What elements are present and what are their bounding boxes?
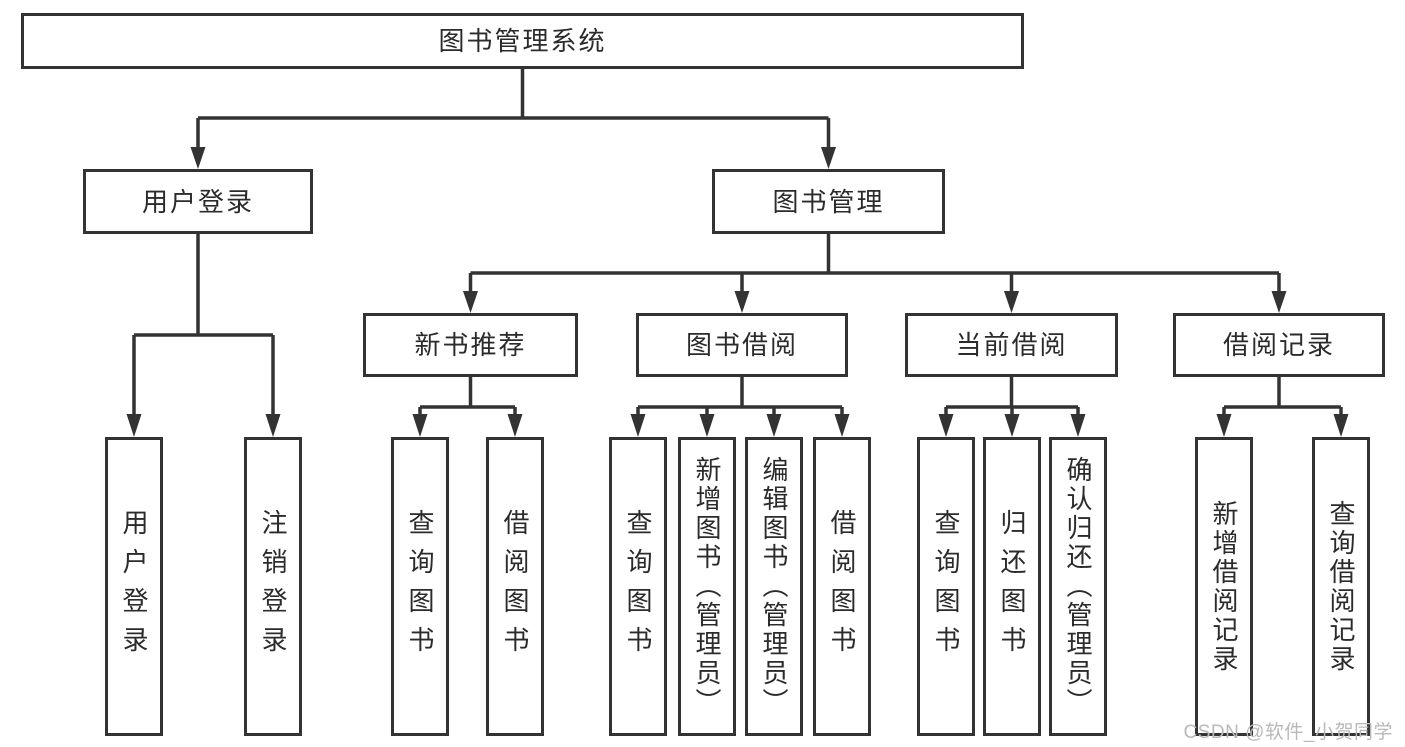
leaf-return-books: 归还图书 — [983, 437, 1041, 736]
leaf-add-books-admin-label: 新增图书（管理员） — [692, 456, 722, 717]
leaf-query-books-2: 查询图书 — [609, 437, 667, 736]
arrowhead — [1333, 414, 1349, 437]
arrowhead — [412, 414, 428, 437]
wire-currentborrow-to-leaves — [944, 377, 1080, 420]
node-new-book-recommend: 新书推荐 — [363, 313, 578, 377]
node-book-management: 图书管理 — [712, 169, 945, 234]
leaf-query-books-3: 查询图书 — [917, 437, 975, 736]
node-book-management-label: 图书管理 — [772, 186, 885, 217]
leaf-confirm-return-admin: 确认归还（管理员） — [1049, 437, 1107, 736]
leaf-user-login: 用户登录 — [105, 437, 163, 736]
node-book-borrow-label: 图书借阅 — [685, 330, 798, 360]
leaf-add-books-admin: 新增图书（管理员） — [678, 437, 736, 736]
leaf-edit-books-admin-label: 编辑图书（管理员） — [759, 456, 789, 717]
arrowhead — [1216, 414, 1232, 437]
leaf-query-books-2-label: 查询图书 — [623, 508, 653, 665]
node-borrow-records-label: 借阅记录 — [1222, 330, 1335, 360]
arrowhead — [630, 414, 646, 437]
arrowhead — [821, 147, 836, 169]
arrowhead — [507, 414, 523, 437]
leaf-confirm-return-admin-label: 确认归还（管理员） — [1063, 456, 1093, 717]
leaf-query-books-3-label: 查询图书 — [931, 508, 961, 665]
arrowhead — [938, 414, 954, 437]
arrowheads — [126, 147, 1349, 437]
leaf-return-books-label: 归还图书 — [997, 508, 1027, 665]
leaf-logout: 注销登录 — [244, 437, 302, 736]
leaf-query-books-1: 查询图书 — [391, 437, 449, 736]
node-new-book-recommend-label: 新书推荐 — [414, 330, 527, 360]
wire-root-to-level2 — [196, 69, 831, 150]
node-user-login-label: 用户登录 — [141, 186, 254, 217]
leaf-query-borrow-record: 查询借阅记录 — [1312, 437, 1370, 736]
arrowhead — [1004, 414, 1020, 437]
leaf-borrow-books-1: 借阅图书 — [486, 437, 544, 736]
leaf-add-borrow-record: 新增借阅记录 — [1195, 437, 1253, 736]
leaf-query-books-1-label: 查询图书 — [405, 508, 435, 665]
arrowhead — [766, 414, 782, 437]
arrowhead — [734, 291, 750, 313]
node-root: 图书管理系统 — [21, 13, 1024, 69]
arrowhead — [126, 414, 142, 437]
leaf-add-borrow-record-label: 新增借阅记录 — [1209, 499, 1239, 674]
wire-bookborrow-to-leaves — [636, 377, 844, 420]
leaf-logout-label: 注销登录 — [258, 508, 288, 665]
arrowhead — [699, 414, 715, 437]
wire-newbooks-to-leaves — [418, 377, 517, 420]
csdn-watermark: CSDN @软件_小贺同学 — [1183, 722, 1393, 743]
wire-bookmgmt-to-level3 — [468, 234, 1281, 295]
node-current-borrow: 当前借阅 — [905, 313, 1118, 377]
node-borrow-records: 借阅记录 — [1173, 313, 1385, 377]
leaf-user-login-label: 用户登录 — [119, 508, 149, 665]
arrowhead — [265, 414, 281, 437]
leaf-borrow-books-1-label: 借阅图书 — [500, 508, 530, 665]
leaf-borrow-books-2: 借阅图书 — [813, 437, 871, 736]
connector-paths — [132, 69, 1343, 420]
arrowhead — [1004, 291, 1019, 313]
node-root-label: 图书管理系统 — [438, 26, 607, 56]
leaf-query-borrow-record-label: 查询借阅记录 — [1326, 499, 1356, 674]
arrowhead — [1271, 291, 1287, 313]
arrowhead — [463, 291, 478, 313]
arrowhead — [190, 147, 206, 169]
node-book-borrow: 图书借阅 — [636, 313, 848, 377]
node-current-borrow-label: 当前借阅 — [955, 330, 1068, 360]
node-user-login: 用户登录 — [83, 169, 313, 234]
wire-records-to-leaves — [1222, 377, 1343, 420]
leaf-borrow-books-2-label: 借阅图书 — [827, 508, 857, 665]
arrowhead — [1070, 414, 1086, 437]
leaf-edit-books-admin: 编辑图书（管理员） — [745, 437, 803, 736]
wire-userlogin-to-leaves — [132, 234, 275, 420]
arrowhead — [834, 414, 850, 437]
